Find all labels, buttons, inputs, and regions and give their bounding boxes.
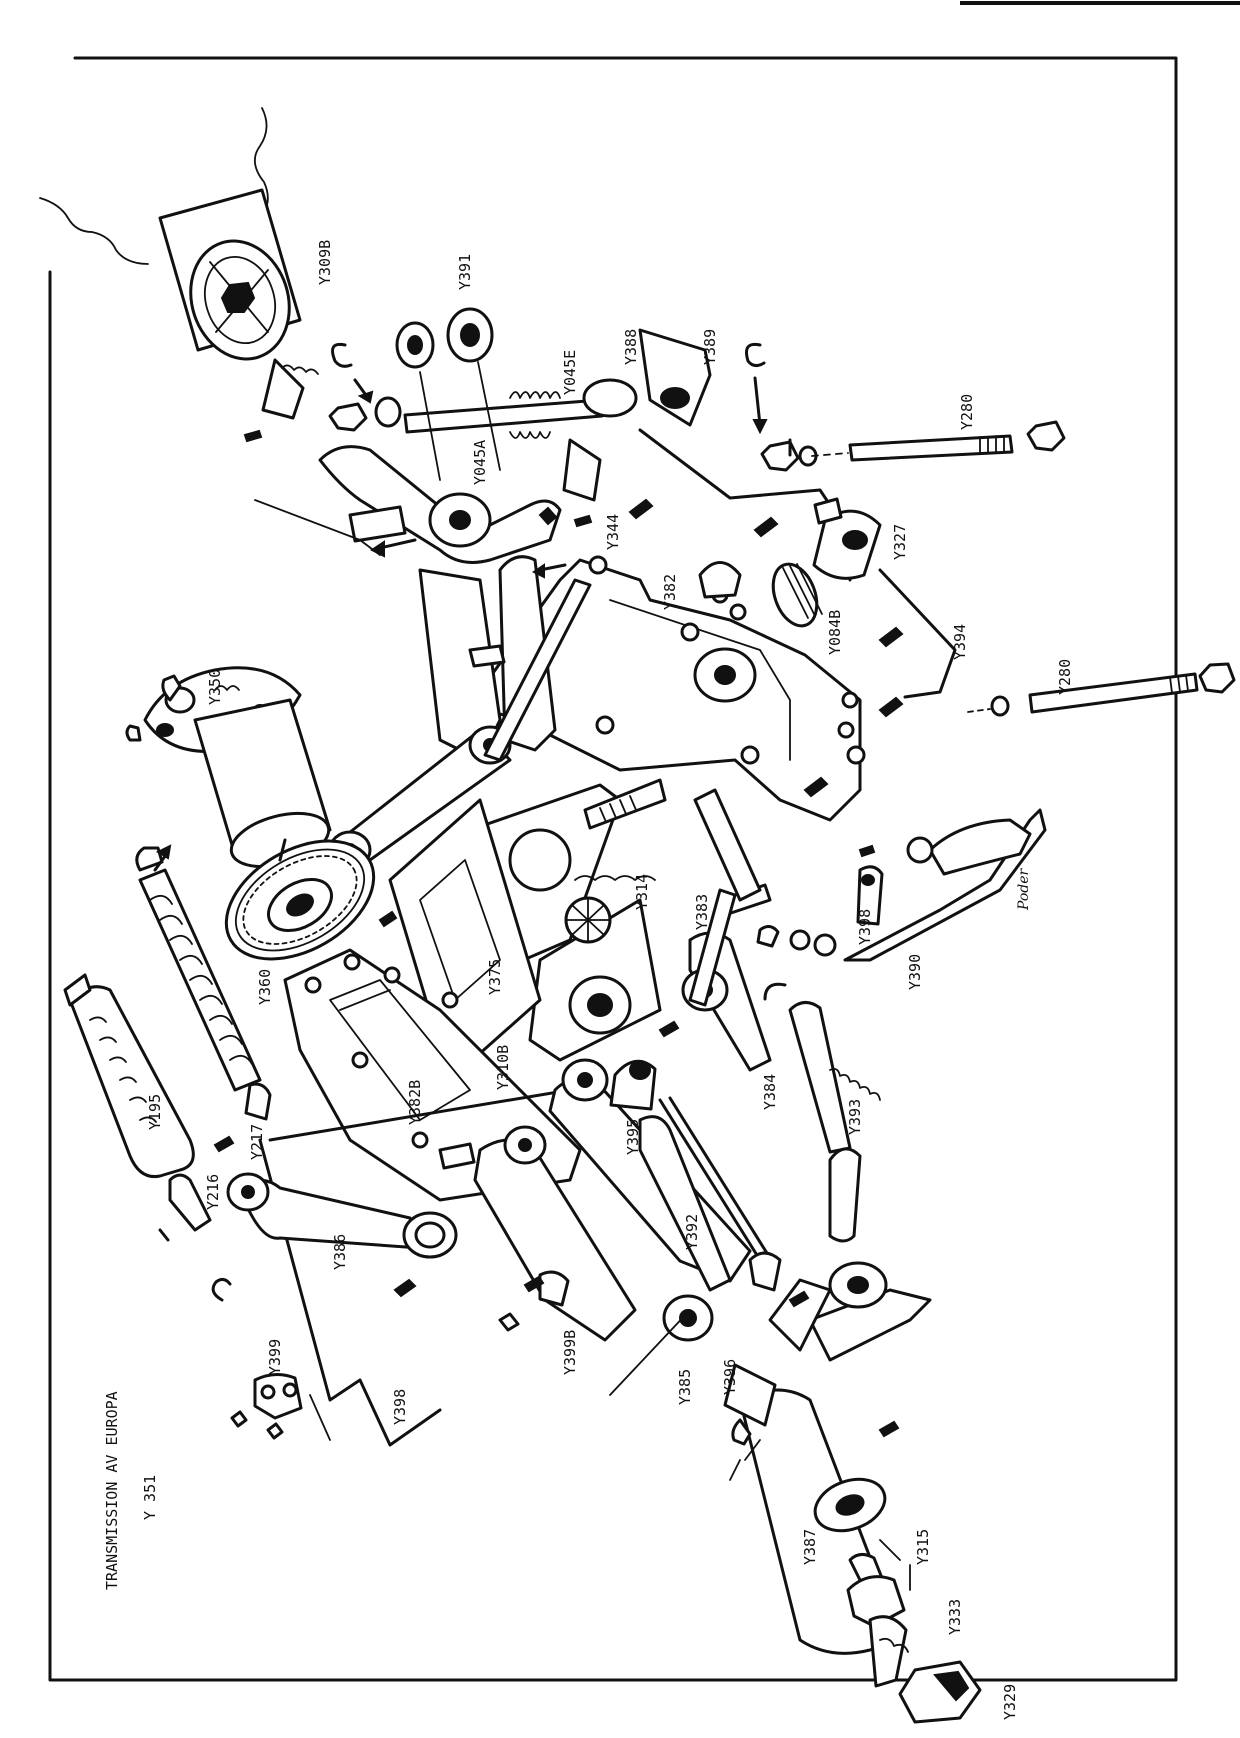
label-y382: Y382 [661,574,679,610]
label-y315: Y315 [914,1529,932,1565]
label-y310b: Y310B [494,1045,512,1090]
steering-rod [609,1059,782,1292]
label-y382b: Y382B [406,1080,424,1125]
label-y388: Y388 [622,329,640,365]
label-y395: Y395 [624,1119,642,1155]
label-y045e: Y045E [561,350,579,395]
lever-y390 [756,808,1047,962]
leader-lines [309,361,911,1591]
label-y280-right: Y280 [1056,659,1074,695]
label-y045a: Y045A [471,440,489,485]
label-y392: Y392 [683,1214,701,1250]
label-y195: Y195 [146,1094,164,1130]
label-y399: Y399 [266,1339,284,1375]
diagram-reference: Y 351 [141,1475,159,1520]
label-y383: Y383 [693,894,711,930]
chassis-edge [258,1088,572,1447]
label-y216: Y216 [204,1174,222,1210]
label-y386: Y386 [331,1234,349,1270]
part-labels: Y309B Y391 Y045E Y388 Y389 Y045A Y344 Y2… [146,240,1074,1720]
label-y333: Y333 [946,1599,964,1635]
rod-end-y393 [788,1001,881,1243]
rod-y280-top [811,434,1014,462]
diagram-title: TRANSMISSION AV EUROPA [103,1391,121,1590]
artist-signature: Poder [1016,867,1032,911]
label-y280-top: Y280 [958,394,976,430]
diagram-frame [48,56,1178,1682]
drive-shaft [125,666,332,869]
label-y327: Y327 [891,524,909,560]
label-y398: Y398 [391,1389,409,1425]
label-y309b: Y309B [316,240,334,285]
axle-parts [846,1553,982,1724]
upper-steering-arm [254,438,602,564]
label-y387: Y387 [801,1529,819,1565]
label-y399b: Y399B [561,1330,579,1375]
label-y394: Y394 [951,624,969,660]
screws [213,429,904,1438]
label-y390: Y390 [906,954,924,990]
label-y217: Y217 [248,1124,266,1160]
label-y329: Y329 [1001,1684,1019,1720]
label-y393: Y393 [846,1099,864,1135]
rod-y280-right [967,662,1236,717]
label-y350: Y350 [206,669,224,705]
upper-wishbones [328,555,592,870]
bushing-parts [395,307,494,369]
crown-gear [224,839,376,961]
label-y389: Y389 [701,329,719,365]
spring-pin [403,378,638,439]
steering-link [638,328,957,699]
label-y084b: Y084B [826,610,844,655]
label-y391: Y391 [456,254,474,290]
label-y360: Y360 [256,969,274,1005]
label-y344: Y344 [604,514,622,550]
assembly-arrows [153,376,792,1302]
label-y385: Y385 [676,1369,694,1405]
label-y375: Y375 [486,959,504,995]
label-y384: Y384 [761,1074,779,1110]
bracket-y399 [230,1270,570,1440]
label-y396: Y396 [721,1359,739,1395]
wheel-assembly [39,107,319,420]
rod-y383 [688,788,772,1007]
shock-absorbers [63,846,272,1232]
label-y314: Y314 [633,874,651,910]
label-y398-right: Y398 [856,909,874,945]
